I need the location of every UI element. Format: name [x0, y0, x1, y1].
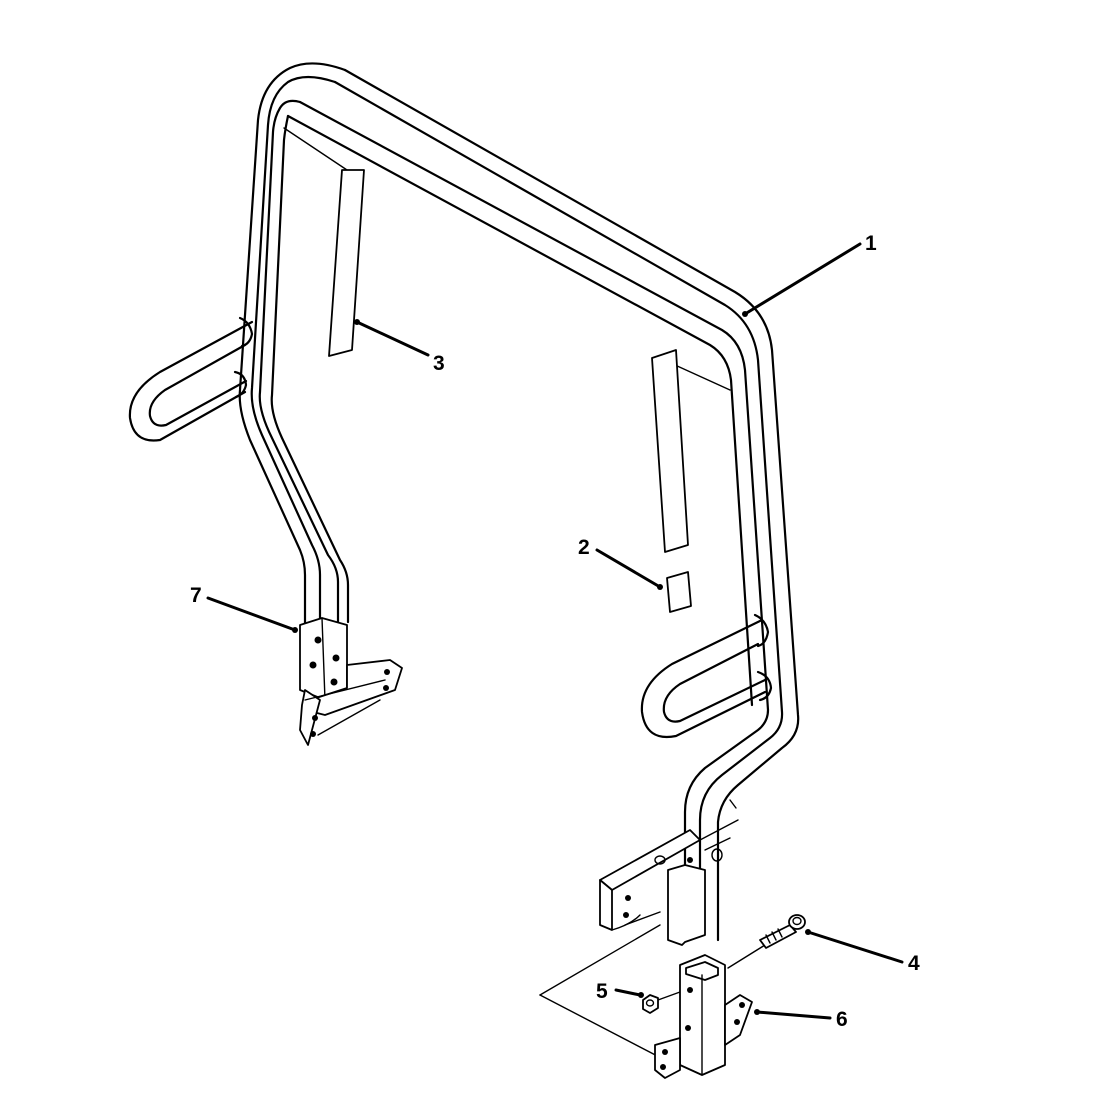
nut [642, 994, 659, 1014]
callout-labels: 1 2 3 4 5 6 7 [190, 232, 920, 1031]
callout-2: 2 [578, 536, 590, 559]
decal-right-small [666, 571, 692, 613]
leader-3 [355, 320, 430, 357]
left-grip-loop [128, 316, 254, 442]
callout-7: 7 [190, 584, 202, 607]
callout-5: 5 [596, 980, 608, 1003]
roll-bar-frame [238, 62, 800, 942]
callout-6: 6 [836, 1008, 848, 1031]
right-mounting-socket [654, 954, 753, 1079]
right-grip-loop [640, 613, 773, 739]
bolt [759, 914, 806, 949]
leader-1 [743, 242, 862, 316]
assembly-lines [539, 924, 766, 1061]
leader-6 [755, 1010, 832, 1020]
callout-1: 1 [865, 232, 877, 255]
decal-right-long [651, 349, 689, 553]
leader-7 [206, 596, 297, 632]
leader-lines [206, 242, 904, 1020]
leader-4 [806, 930, 904, 964]
callout-4: 4 [908, 952, 920, 975]
leader-5 [614, 988, 642, 997]
decal-left [328, 169, 365, 357]
left-mounting-bracket [299, 617, 403, 746]
leader-2 [595, 548, 662, 589]
right-leg-tube-end [667, 864, 706, 946]
callout-3: 3 [433, 352, 445, 375]
